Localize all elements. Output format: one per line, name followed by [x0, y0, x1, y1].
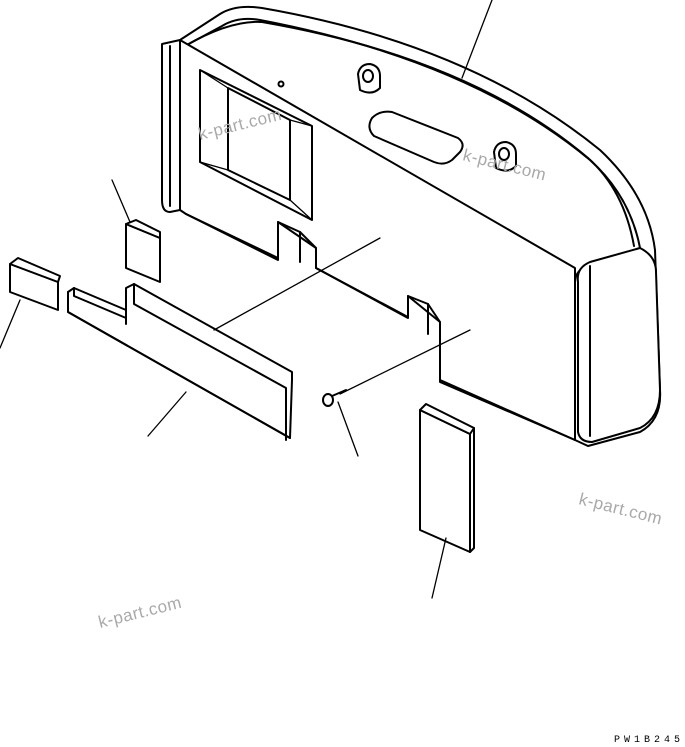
- watermark-4: k-part.com: [96, 593, 183, 632]
- pad-small-left: [9, 257, 61, 311]
- recess-bevels: [199, 69, 313, 221]
- leader-lines: [0, 0, 493, 599]
- pin-part: [322, 389, 347, 407]
- pad-small-upper: [125, 219, 161, 283]
- boss-right: [493, 141, 517, 172]
- panel-bottom-edge-1: [185, 213, 279, 259]
- cover-right-end: [576, 247, 661, 443]
- boss-left: [357, 63, 381, 94]
- drawing-code: PW1B245: [614, 735, 684, 746]
- pad-tall: [419, 403, 475, 553]
- panel-bottom-edge-2: [315, 267, 407, 317]
- panel-bottom-edge-3: [439, 379, 576, 441]
- watermark-3: k-part.com: [577, 489, 664, 528]
- slot-opening: [368, 110, 464, 165]
- screw-mark: [277, 80, 285, 88]
- plate-long-stepped: [67, 283, 293, 441]
- cover-rim-line: [184, 20, 635, 247]
